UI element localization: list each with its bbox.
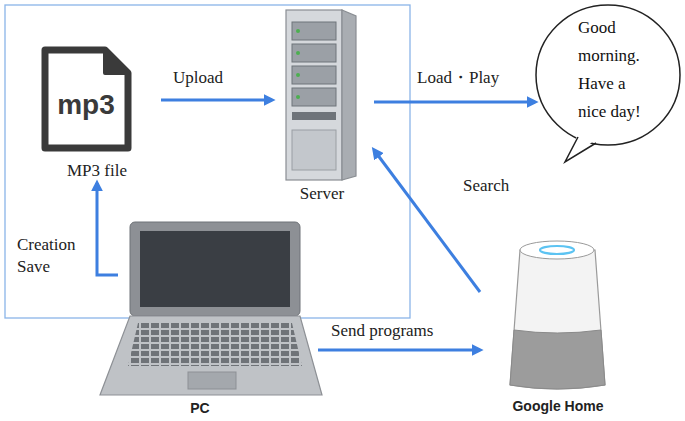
- edge-label: Upload: [172, 67, 224, 89]
- laptop-icon: [100, 222, 322, 395]
- node-label: PC: [118, 400, 282, 417]
- arrow-connector: [374, 150, 480, 292]
- node-label: MP3 file: [35, 161, 159, 181]
- arrow-connector: [97, 183, 118, 275]
- edge-label: Load・Play: [416, 67, 500, 89]
- file-node: mp3MP3 file: [35, 45, 161, 183]
- smart-speaker-icon: [510, 241, 605, 389]
- edge-label: Search: [462, 175, 510, 197]
- node-label: Server: [272, 184, 372, 204]
- arrow-connector: [161, 99, 272, 102]
- server-node: Server: [272, 8, 374, 208]
- arrow-connector: [374, 101, 535, 104]
- speech-text: Good morning. Have a nice day!: [578, 14, 650, 126]
- region-outline: [5, 5, 410, 318]
- edge-label: Creation Save: [16, 234, 88, 278]
- pc-node: PC: [118, 220, 318, 419]
- file-type: mp3: [35, 89, 137, 121]
- speech-bubble-node: Good morning. Have a nice day!: [535, 4, 682, 164]
- speaker-node: Google Home: [480, 232, 640, 418]
- edge-label: Send programs: [330, 320, 434, 342]
- node-label: Google Home: [480, 398, 636, 415]
- server-icon: [286, 10, 356, 180]
- speech-bubble: [536, 5, 680, 162]
- arrow-connector: [318, 349, 480, 352]
